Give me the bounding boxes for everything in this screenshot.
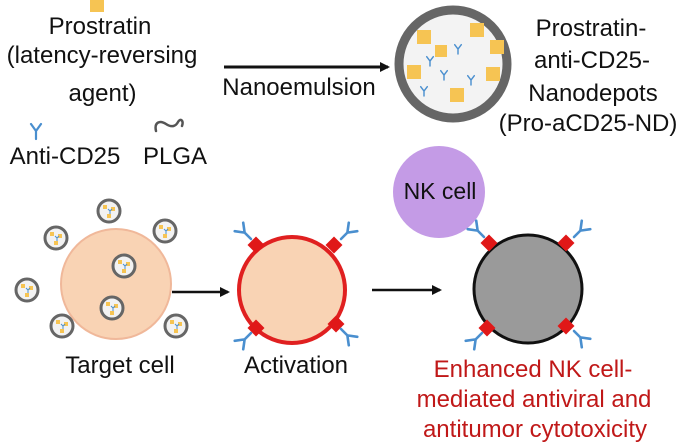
plga-legend-icon [154, 118, 184, 133]
nanodepot-label-line-1: Prostratin- [535, 15, 647, 42]
nanodepot-label-line-2: anti-CD25- [533, 47, 651, 74]
outcome-label-line-3: antitumor cytotoxicity [422, 416, 648, 443]
nanodepot-particle [43, 225, 69, 251]
nanodepot-particle [99, 295, 125, 321]
activated-cell [233, 221, 359, 351]
nanodepot-particle [111, 253, 137, 279]
target-cell-label: Target cell [65, 352, 175, 379]
nanodepot-particle [394, 5, 512, 123]
nanodepot-particle [49, 313, 75, 339]
anti-cd25-legend-icon [29, 122, 43, 141]
nk-cell [393, 146, 485, 238]
lysed-target-cell [464, 219, 592, 351]
prostratin-label-line-2: (latency-reversing [6, 42, 198, 69]
prostratin-label-line-3: agent) [68, 80, 137, 107]
target-cell [60, 228, 172, 340]
nanodepot-particle [96, 198, 122, 224]
nanoemulsion-label: Nanoemulsion [222, 74, 376, 101]
activation-label: Activation [243, 352, 349, 379]
anti-cd25-label: Anti-CD25 [9, 143, 121, 170]
plga-label: PLGA [142, 143, 208, 170]
nanodepot-particle [14, 277, 40, 303]
nanodepot-particle [163, 313, 189, 339]
prostratin-square-icon [90, 0, 104, 12]
outcome-label-line-2: mediated antiviral and [416, 386, 652, 413]
nk-cell-label: NK cell [403, 178, 477, 204]
nanodepot-label-line-4: (Pro-aCD25-ND) [498, 110, 678, 137]
nanodepot-label-line-3: Nanodepots [528, 80, 658, 107]
prostratin-label-line-1: Prostratin [48, 13, 152, 40]
outcome-label-line-1: Enhanced NK cell- [433, 356, 633, 383]
nanodepot-particle [152, 218, 178, 244]
